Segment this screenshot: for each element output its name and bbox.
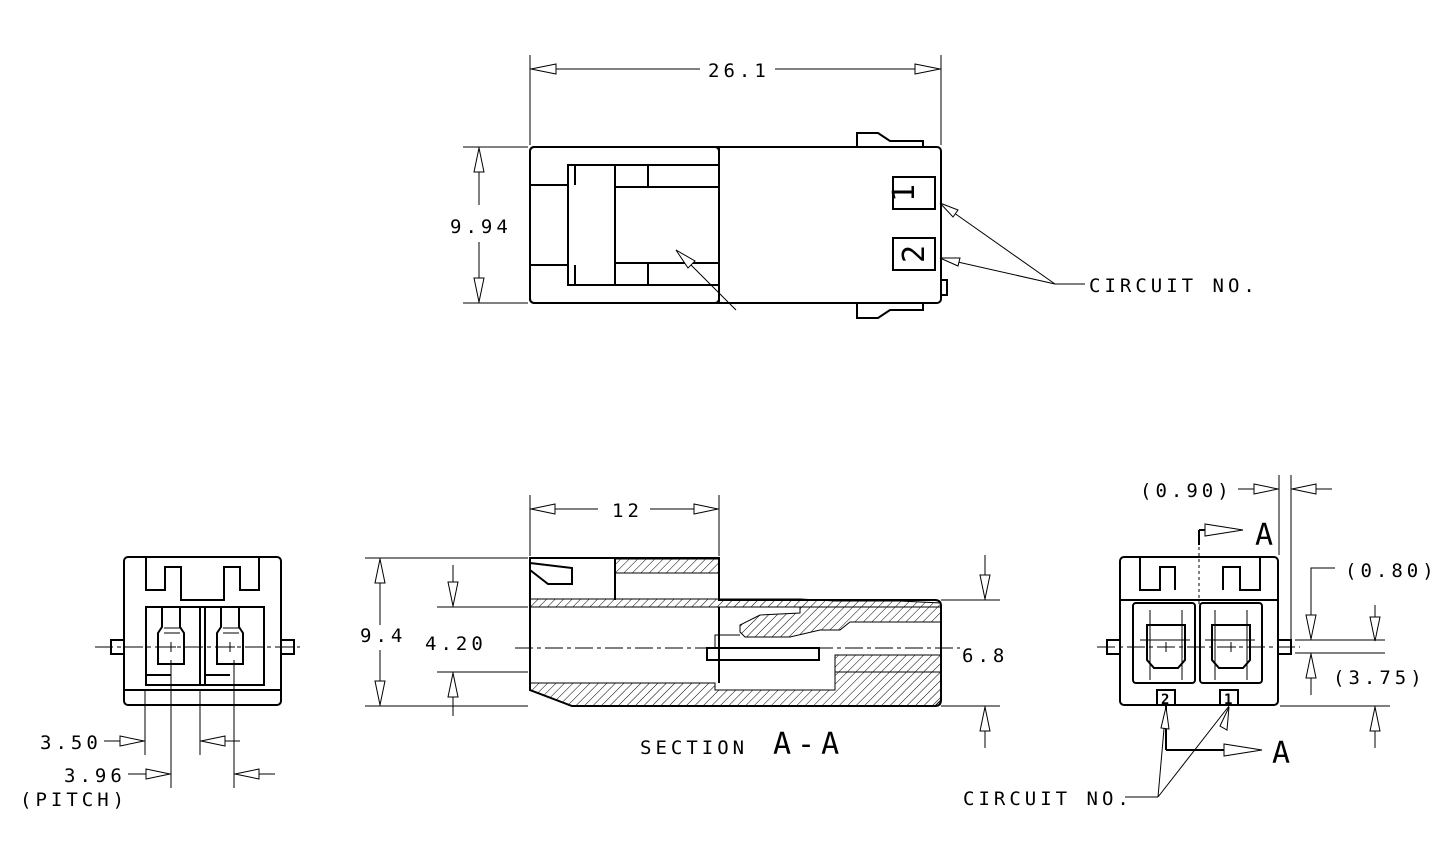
rear-dim-375: (3.75) <box>1333 667 1426 689</box>
section-dim-12: 12 <box>612 500 643 522</box>
rear-dim-090: (0.90) <box>1140 480 1233 502</box>
rear-circuit-label: CIRCUIT NO. <box>963 788 1133 810</box>
front-dim-350: 3.50 <box>40 732 102 754</box>
top-circuit-1: 1 <box>887 184 922 202</box>
rear-circuit-2: 2 <box>1161 692 1169 708</box>
rear-circuit-1: 1 <box>1224 692 1232 708</box>
height-dim-label: 9.94 <box>450 216 512 238</box>
rear-section-mark-top: A <box>1255 518 1273 553</box>
front-dim-396: 3.96 <box>64 765 126 787</box>
section-dim-94: 9.4 <box>360 625 406 647</box>
section-view: 12 9.4 4.20 6.8 <box>360 495 1008 762</box>
top-circuit-2: 2 <box>897 245 932 263</box>
rear-section-mark-bottom: A <box>1272 736 1290 771</box>
section-title-mark: A-A <box>773 727 845 762</box>
front-pitch-note: (PITCH) <box>20 789 128 811</box>
rear-view: 2 1 A A (0.90) (0.80) <box>963 475 1438 810</box>
section-dim-420: 4.20 <box>425 633 487 655</box>
width-dim-label: 26.1 <box>708 60 770 82</box>
top-circuit-label: CIRCUIT NO. <box>1089 275 1259 297</box>
top-view: 26.1 9.94 1 2 <box>450 55 1259 319</box>
front-view: 3.50 3.96 (PITCH) <box>20 556 300 811</box>
rear-dim-080: (0.80) <box>1345 560 1438 582</box>
section-title-word: SECTION <box>640 737 748 759</box>
section-dim-68: 6.8 <box>962 645 1008 667</box>
